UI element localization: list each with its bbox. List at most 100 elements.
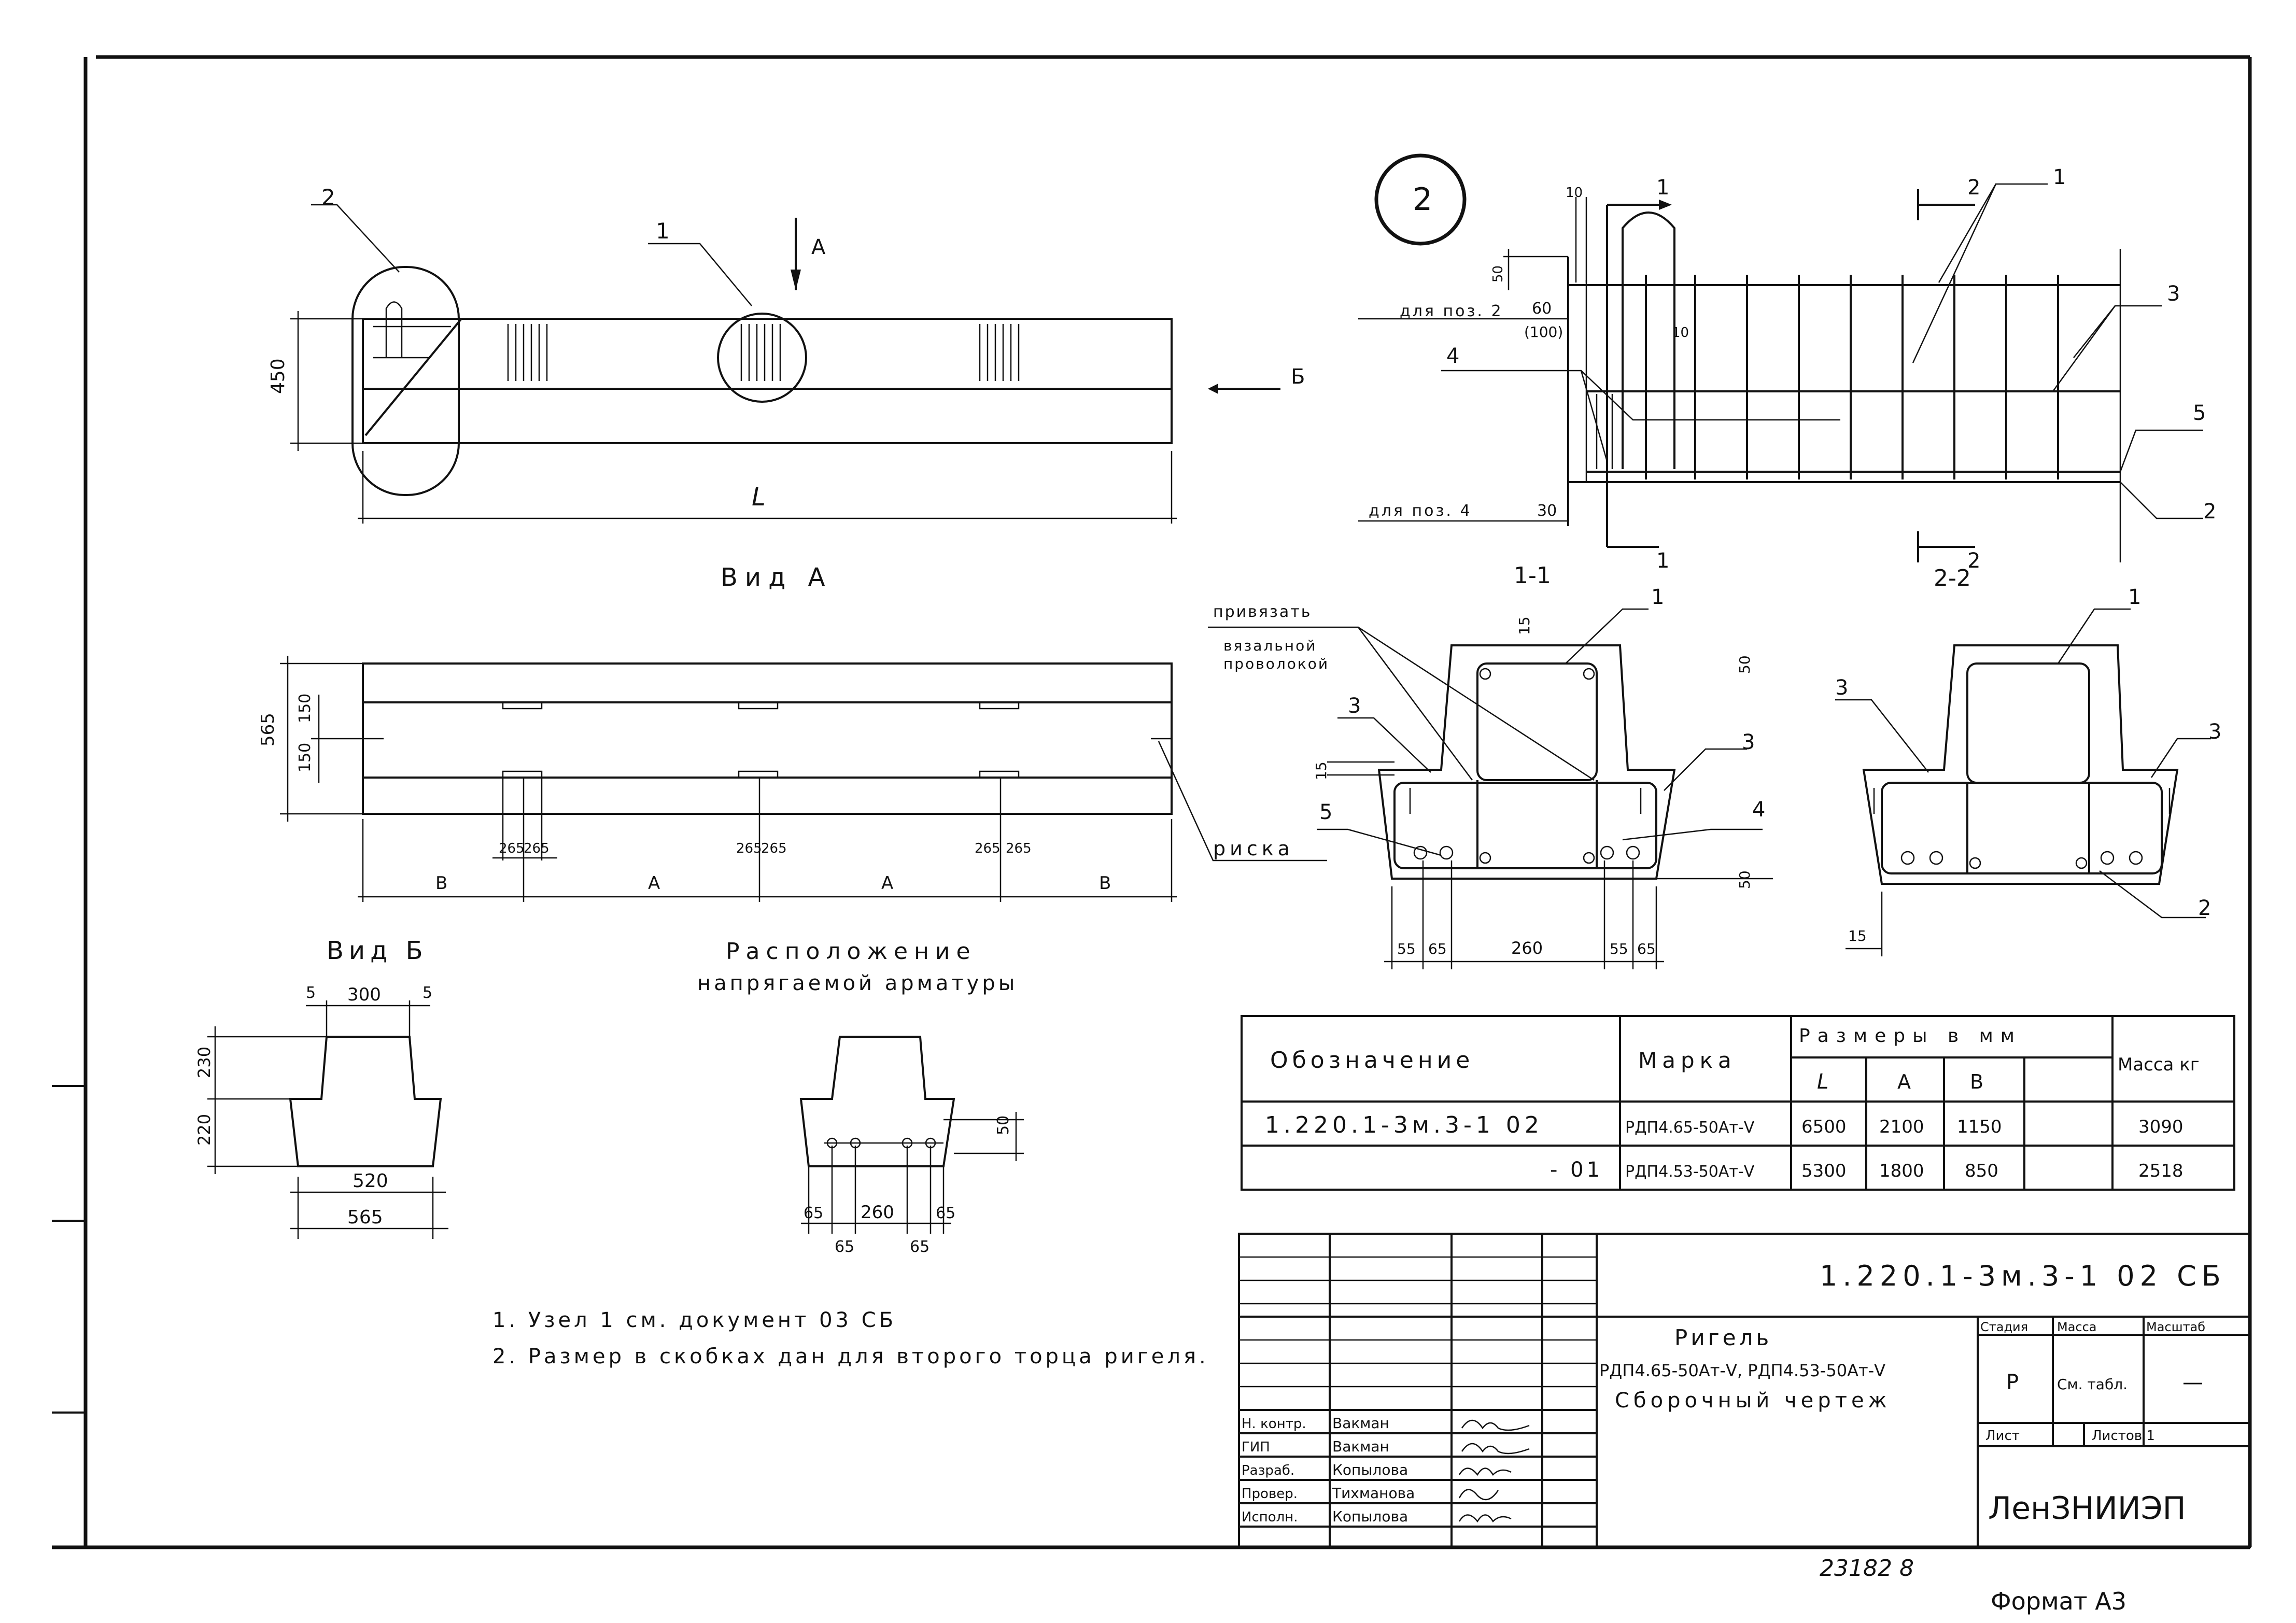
spec-row-1-l: 6500 [1801,1117,1847,1137]
s11-pos-3-left: 3 [1348,694,1361,718]
tb-organization: ЛенЗНИИЭП [1988,1490,2186,1527]
s22-pos-2: 2 [2198,896,2211,920]
n2-dim-10-mid: 10 [1672,325,1689,341]
signature-5 [1458,1514,1512,1523]
spec-header-sizes: Размеры в мм [1799,1025,2022,1047]
spec-row-1-mark: РДП4.65-50Ат-V [1625,1119,1755,1137]
node2-pos-1: 1 [2053,165,2066,189]
footer-inventory: 23182 8 [1820,1555,1914,1582]
n2-dim-50: 50 [1490,265,1506,283]
tb-title-2: РДП4.65-50Ат-V, РДП4.53-50Ат-V [1599,1361,1885,1380]
spec-sub-a: А [1897,1070,1911,1093]
tb-stage-value: Р [2006,1371,2019,1394]
spec-header-mark: Марка [1638,1048,1737,1073]
section-2-2 [1835,608,2211,956]
s11-dim-55-right: 55 [1610,940,1628,957]
n2-dim-60: 60 [1532,300,1552,318]
n2-dim-10-top: 10 [1566,185,1583,201]
tb-title-1: Ригель [1674,1325,1772,1350]
va-dim-b-right: В [1099,873,1111,894]
va-dim-265-1: 265 [499,841,525,856]
dim-length-l: L [752,483,766,512]
spec-row-1: 1.220.1-3м.3-1 02 РДП4.65-50Ат-V 6500 21… [1265,1112,2184,1138]
spec-row-2-mark: РДП4.53-50Ат-V [1625,1163,1755,1181]
spec-row-1-b: 1150 [1957,1117,2002,1137]
n2-dim-100: (100) [1524,323,1563,341]
arrangement-title-1: Расположение [726,938,977,965]
va-dim-150b: 150 [296,743,314,772]
s22-pos-1: 1 [2128,585,2141,609]
elev-pos-2: 2 [321,185,335,210]
tb-role-5: Исполн. [1242,1509,1298,1525]
dim-height-450: 450 [267,358,289,394]
footer-format: Формат А3 [1991,1587,2126,1615]
tb-name-5: Копылова [1332,1508,1408,1525]
view-b-section [207,1000,448,1239]
note-1: 1. Узел 1 см. документ 03 СБ [492,1308,896,1332]
s11-dim-65-left: 65 [1428,940,1447,957]
va-dim-a-1: А [648,873,660,894]
spec-sub-l: L [1817,1070,1828,1094]
for-pos-2: для поз. 2 [1400,302,1503,320]
spec-row-2-mass: 2518 [2138,1161,2184,1181]
va-dim-265-6: 265 [1006,841,1032,856]
s11-dim-50-bottom: 50 [1736,870,1753,889]
va-dim-565: 565 [258,713,278,746]
arr-dim-50: 50 [994,1116,1012,1135]
tb-role-2: ГИП [1242,1439,1270,1455]
va-dim-265-2: 265 [524,841,550,856]
signature-4 [1458,1489,1499,1501]
tie-note-1: привязать [1213,603,1312,621]
s11-pos-3-right: 3 [1742,730,1755,754]
spec-row-2-b: 850 [1965,1161,1998,1181]
for-pos-4: для поз. 4 [1369,502,1472,520]
section-1-1-title: 1-1 [1514,562,1551,589]
tb-stage-label: Стадия [1980,1320,2028,1334]
arrow-b-label: Б [1291,365,1305,389]
va-dim-b-left: В [435,873,447,894]
note-2: 2. Размер в скобках дан для второго торц… [492,1345,1209,1368]
node-2-detail [1358,183,2203,562]
vb-dim-565: 565 [347,1207,383,1228]
s11-pos-1: 1 [1651,585,1664,609]
node-2-circle [1374,153,1467,246]
spec-row-1-mass: 3090 [2138,1117,2184,1137]
sheet-frame [52,55,2252,1549]
tb-scale-label: Масштаб [2146,1320,2205,1334]
spec-row-2: - 01 РДП4.53-50Ат-V 5300 1800 850 2518 [1550,1158,2184,1182]
signature-3 [1458,1467,1512,1476]
spec-header-mass: Масса кг [2118,1054,2200,1075]
s22-dim-15: 15 [1848,927,1867,944]
tb-mass-value: См. табл. [2057,1376,2128,1393]
node2-section-2-bottom: 2 [1967,549,1980,573]
tb-role-4: Провер. [1242,1486,1298,1502]
vb-dim-5-right: 5 [422,984,432,1002]
node-2-label: 2 [1413,181,1432,218]
tb-sheets-label: Листов 1 [2092,1428,2155,1444]
tb-role-3: Разраб. [1242,1463,1294,1478]
arrangement-section [799,1036,1024,1234]
vb-dim-520: 520 [353,1170,388,1192]
tb-name-4: Тихманова [1332,1485,1415,1502]
s11-pos-5: 5 [1319,800,1332,824]
node2-pos-3: 3 [2167,282,2180,306]
tb-scale-value: — [2182,1371,2203,1394]
va-dim-150a: 150 [296,694,314,723]
view-a-title: Вид А [721,563,832,592]
mark-note: риска [1213,837,1294,860]
signature-1 [1461,1419,1530,1431]
arrangement-title-2: напрягаемой арматуры [697,971,1018,995]
tb-roles: Н. контр. Вакман ГИП Вакман Разраб. Копы… [1242,1415,1530,1525]
tb-document-code: 1.220.1-3м.3-1 02 СБ [1820,1260,2226,1292]
tb-title-3: Сборочный чертеж [1615,1389,1891,1413]
view-b-title: Вид Б [327,936,428,965]
s22-pos-3-left: 3 [1835,676,1848,700]
va-dim-265-3: 265 [736,841,762,856]
tb-role-1: Н. контр. [1242,1416,1306,1432]
arr-dim-65-right: 65 [936,1204,955,1222]
s11-dim-15-left: 15 [1313,761,1330,780]
arr-dim-65-bottom-left: 65 [835,1238,854,1256]
node2-section-2-top: 2 [1967,176,1980,200]
tb-name-3: Копылова [1332,1461,1408,1478]
